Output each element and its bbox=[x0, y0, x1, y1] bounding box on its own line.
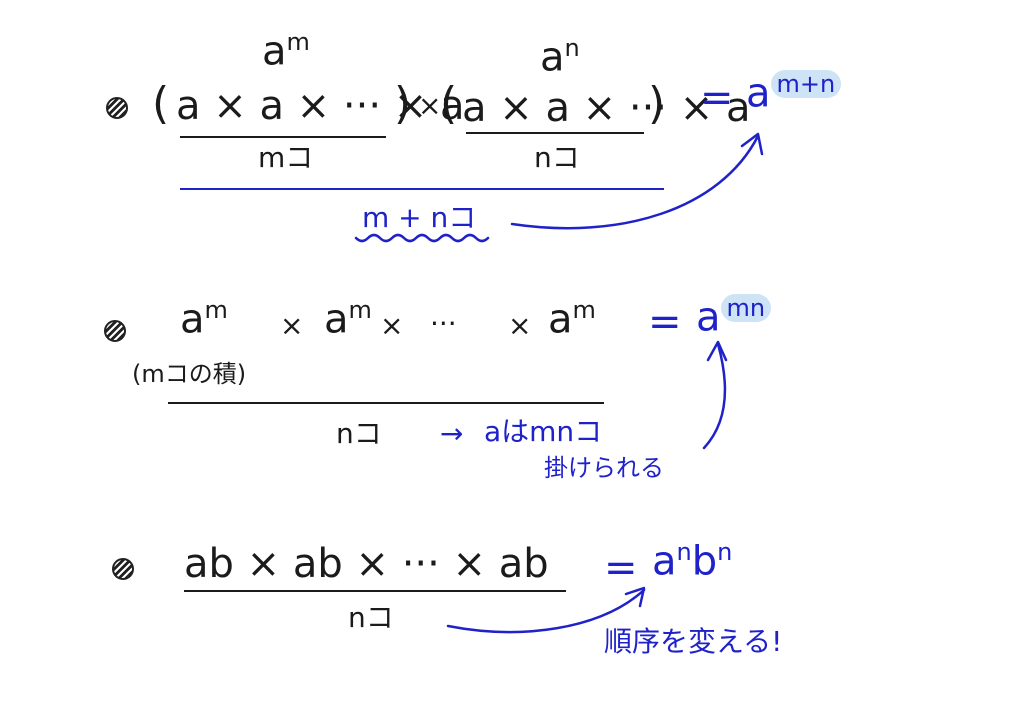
row3-underline bbox=[184, 590, 566, 592]
result-3: anbn bbox=[652, 538, 733, 585]
equals-1: = bbox=[700, 75, 734, 121]
row2-term3-exp: m bbox=[572, 296, 596, 324]
row2-times3: × bbox=[508, 309, 532, 342]
row3-note: 順序を変える! bbox=[604, 625, 783, 658]
row2-times1: × bbox=[280, 309, 304, 342]
top-left-exp: m bbox=[286, 28, 310, 56]
row2-note: (mコの積) bbox=[132, 360, 247, 388]
row2-term1-exp: m bbox=[204, 296, 228, 324]
factors-1: a × a × ··· × a bbox=[176, 83, 465, 129]
row3-expression: ab × ab × ··· × ab bbox=[184, 541, 549, 587]
result-3-b-exp: n bbox=[717, 538, 733, 566]
row2-explain-2: 掛けられる bbox=[544, 454, 664, 482]
close-paren-2: ) bbox=[648, 78, 666, 129]
count-m: mコ bbox=[258, 141, 314, 174]
result-3-a-exp: n bbox=[676, 538, 692, 566]
underline-group-2 bbox=[466, 132, 644, 134]
row2-count: nコ bbox=[336, 417, 382, 450]
total-count: m + nコ bbox=[362, 201, 477, 234]
row2-underline bbox=[168, 402, 604, 404]
arrow-row2-head bbox=[706, 340, 728, 362]
count-n: nコ bbox=[534, 141, 580, 174]
row2-term2: am bbox=[324, 296, 372, 343]
row2-term3: am bbox=[548, 296, 596, 343]
times-between-groups: × bbox=[418, 89, 442, 122]
bullet-2 bbox=[104, 320, 126, 342]
close-paren-1: ) bbox=[394, 78, 412, 129]
row2-arrow: → bbox=[440, 417, 464, 450]
arrow-row3-head bbox=[624, 586, 646, 608]
top-right-exp: n bbox=[564, 34, 580, 62]
open-paren-1: ( bbox=[152, 78, 170, 129]
squiggle-underline bbox=[354, 233, 490, 243]
total-underline bbox=[180, 188, 664, 190]
arrow-row2 bbox=[702, 342, 727, 450]
bullet-3 bbox=[112, 558, 134, 580]
result-2-exp: mn bbox=[720, 294, 772, 322]
bullet-1 bbox=[106, 97, 128, 119]
top-right-power: an bbox=[540, 34, 580, 81]
arrow-row1-head bbox=[740, 132, 764, 156]
arrow-row3 bbox=[446, 588, 646, 634]
row2-explain-1: aはmnコ bbox=[484, 415, 603, 448]
row2-times2: × bbox=[380, 309, 404, 342]
row3-count: nコ bbox=[348, 601, 394, 634]
factors-2: a × a × ··· × a bbox=[462, 85, 751, 131]
result-1-exp: m+n bbox=[770, 70, 842, 98]
underline-group-1 bbox=[180, 136, 386, 138]
top-left-power: am bbox=[262, 28, 310, 75]
row2-term1: am bbox=[180, 296, 228, 343]
equals-3: = bbox=[604, 545, 638, 591]
row2-term2-exp: m bbox=[348, 296, 372, 324]
arrow-row1 bbox=[510, 134, 760, 230]
row2-dots: ··· bbox=[430, 307, 457, 340]
open-paren-2: ( bbox=[440, 78, 458, 129]
equals-2: = bbox=[648, 299, 682, 345]
